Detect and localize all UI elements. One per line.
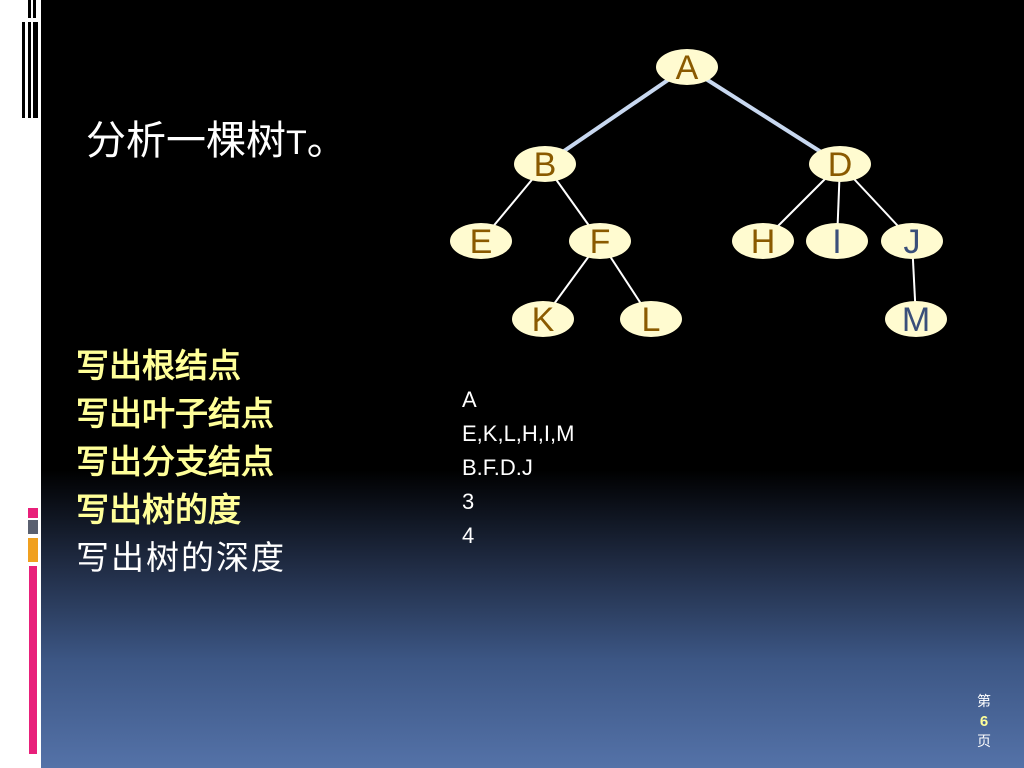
tree-node-shape — [512, 301, 574, 337]
answer-branches: B.F.D.J — [462, 455, 533, 480]
tree-node-label: I — [832, 223, 841, 261]
tree-node-label: H — [751, 223, 776, 261]
question-degree: 写出树的度 — [76, 490, 241, 529]
tree-edge-a-d — [685, 65, 842, 166]
page-prefix: 第 — [977, 694, 991, 710]
tree-node-label: J — [904, 223, 921, 261]
decorative-bars — [22, 0, 38, 754]
tree-node-shape — [656, 49, 718, 85]
question-depth: 写出树的深度 — [76, 538, 286, 577]
title-suffix: 。 — [306, 118, 347, 164]
title-variable: T — [286, 124, 307, 162]
tree-node-e: E — [450, 223, 512, 261]
tree-node-shape — [620, 301, 682, 337]
deco-bar — [33, 0, 36, 18]
tree-node-label: A — [676, 49, 699, 87]
tree-node-j: J — [881, 223, 943, 261]
answer-degree: 3 — [462, 489, 475, 514]
deco-bar — [33, 22, 38, 118]
answer-list: A E,K,L,H,I,M B.F.D.J 3 4 — [462, 383, 574, 553]
tree-node-l: L — [620, 301, 682, 339]
tree-node-shape — [809, 146, 871, 182]
accent-bar-pink-top — [28, 508, 38, 518]
question-branches: 写出分支结点 — [76, 442, 274, 481]
accent-bar-orange — [28, 538, 38, 562]
question-list: 写出根结点 写出叶子结点 写出分支结点 写出树的度 写出树的深度 — [76, 342, 286, 582]
tree-node-shape — [885, 301, 947, 337]
accent-bar-pink-long — [29, 566, 37, 754]
deco-bar — [22, 22, 25, 118]
tree-node-f: F — [569, 223, 631, 261]
tree-node-label: K — [532, 301, 555, 339]
tree-node-h: H — [732, 223, 794, 261]
tree-node-shape — [732, 223, 794, 259]
tree-node-k: K — [512, 301, 574, 339]
tree-node-label: B — [534, 146, 557, 184]
slide-title: 分析一棵树T。 — [86, 108, 347, 166]
question-leaves: 写出叶子结点 — [76, 394, 274, 433]
tree-node-label: F — [590, 223, 611, 261]
tree-node-i: I — [806, 223, 868, 261]
tree-node-m: M — [885, 301, 947, 339]
tree-node-a: A — [656, 49, 718, 87]
tree-node-label: E — [470, 223, 493, 261]
tree-node-d: D — [809, 146, 871, 184]
tree-node-label: L — [642, 301, 661, 339]
page-suffix: 页 — [977, 734, 991, 750]
tree-node-shape — [881, 223, 943, 259]
accent-bar-gray — [28, 520, 38, 534]
answer-depth: 4 — [462, 523, 475, 548]
title-prefix: 分析一棵树 — [86, 118, 286, 164]
tree-node-label: D — [828, 146, 853, 184]
answer-root: A — [462, 387, 477, 412]
tree-node-shape — [569, 223, 631, 259]
tree-node-shape — [806, 223, 868, 259]
answer-leaves: E,K,L,H,I,M — [462, 421, 575, 446]
tree-node-shape — [514, 146, 576, 182]
page-number: 第 6 页 — [970, 692, 998, 752]
tree-node-b: B — [514, 146, 576, 184]
tree-node-label: M — [902, 301, 930, 339]
tree-node-shape — [450, 223, 512, 259]
tree-edge-a-b — [543, 65, 689, 166]
question-root: 写出根结点 — [76, 346, 241, 385]
page-value: 6 — [979, 713, 989, 730]
deco-bar — [28, 0, 31, 18]
deco-bar — [28, 22, 31, 118]
